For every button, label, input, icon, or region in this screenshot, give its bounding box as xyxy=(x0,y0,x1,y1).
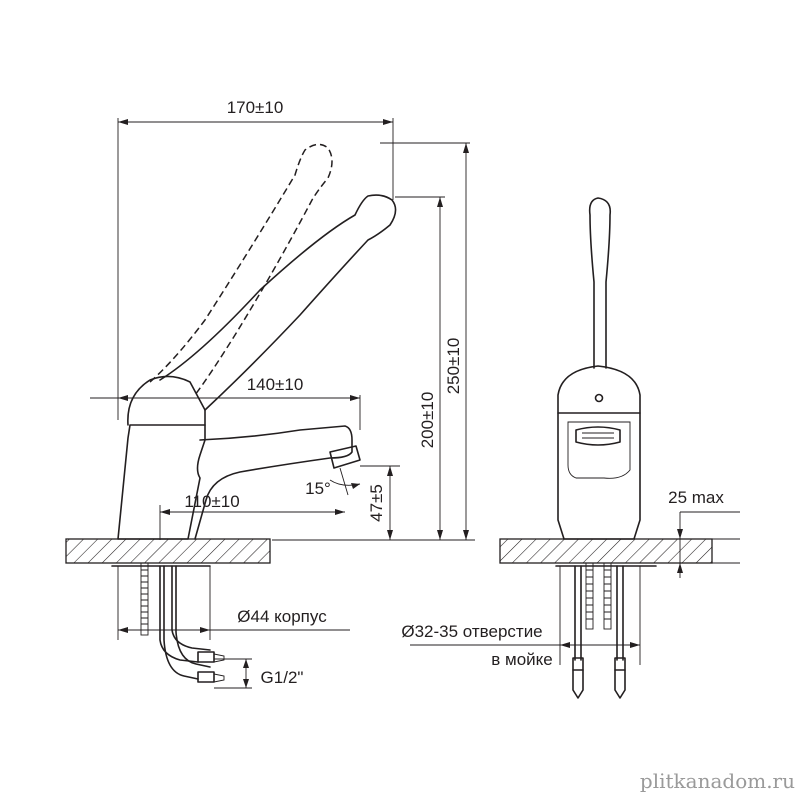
dim-thread: G1/2" xyxy=(214,658,304,689)
dim-overall-length: 170±10 xyxy=(118,98,393,125)
label-outlet-angle: 15° xyxy=(305,479,331,498)
label-height-total: 250±10 xyxy=(444,338,463,395)
front-studs-hoses xyxy=(572,562,626,699)
dim-outlet-reach: 110±10 xyxy=(160,492,345,515)
dim-hole-diameter: Ø32-35 отверстие в мойке xyxy=(401,622,640,669)
side-countertop xyxy=(65,538,271,564)
side-spout xyxy=(194,425,353,540)
label-counter-thickness: 25 max xyxy=(668,488,724,507)
front-aerator xyxy=(575,426,621,446)
dim-counter-thickness: 25 max xyxy=(668,488,740,578)
dim-height-total: 250±10 xyxy=(444,143,469,540)
dim-height-no-handle: 200±10 xyxy=(418,197,443,540)
label-outlet-reach: 110±10 xyxy=(184,492,239,511)
side-view: 170±10 140±10 110±10 15° 47±5 xyxy=(65,98,475,689)
front-faucet-body xyxy=(557,412,641,540)
dim-body-diameter: Ø44 корпус xyxy=(118,607,350,633)
label-overall-length: 170±10 xyxy=(227,98,284,117)
label-body-diameter: Ø44 корпус xyxy=(237,607,327,626)
front-view: Ø32-35 отверстие в мойке 25 max xyxy=(401,197,740,699)
watermark: plitkanadom.ru xyxy=(640,769,795,793)
label-hole-diameter-1: Ø32-35 отверстие xyxy=(401,622,542,641)
side-faucet-body xyxy=(117,424,206,540)
dim-spout-length: 140±10 xyxy=(90,375,360,401)
side-flex-hoses xyxy=(159,565,225,683)
dim-outlet-height: 47±5 xyxy=(367,466,393,540)
label-outlet-height: 47±5 xyxy=(367,484,386,522)
front-cap xyxy=(557,365,641,414)
label-height-no-handle: 200±10 xyxy=(418,392,437,449)
label-spout-length: 140±10 xyxy=(247,375,304,394)
side-cap xyxy=(127,375,206,426)
side-lever-solid xyxy=(159,194,397,411)
label-hole-diameter-2: в мойке xyxy=(491,650,552,669)
side-lever-dashed xyxy=(149,143,333,396)
dim-outlet-angle: 15° xyxy=(305,467,361,498)
label-thread: G1/2" xyxy=(261,668,304,687)
front-lever xyxy=(588,197,612,369)
side-threaded-stud xyxy=(140,562,149,636)
